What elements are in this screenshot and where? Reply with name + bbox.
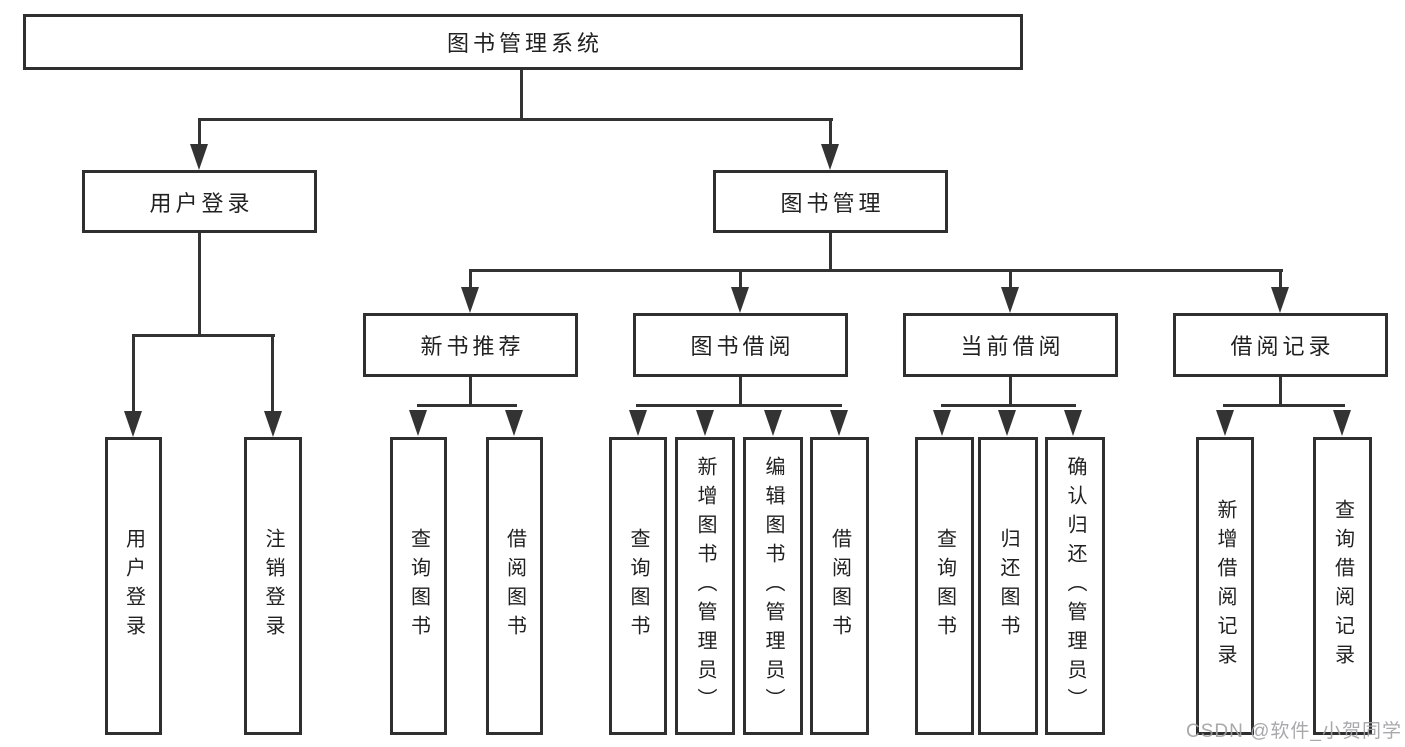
node-label: 查询图书 [407,528,430,644]
arrow-down-icon [505,410,523,436]
node-label: 新增借阅记录 [1214,499,1236,673]
connector-stem-book-borrow [739,271,742,290]
connector-user-login-horizontal [132,334,275,337]
node-leaf-borrow-books-recommend: 借阅图书 [486,437,543,735]
node-leaf-query-borrow-record: 查询借阅记录 [1313,437,1372,735]
node-book-borrowing: 图书借阅 [633,313,848,377]
arrow-down-icon [821,144,839,170]
node-leaf-borrow-books: 借阅图书 [810,437,869,735]
node-label: 查询借阅记录 [1331,499,1354,673]
arrow-down-icon [764,410,782,436]
node-label: 查询图书 [933,528,956,644]
arrow-down-icon [629,410,647,436]
node-leaf-add-books-admin: 新增图书（管理员） [675,437,735,735]
node-label: 新增图书（管理员） [694,455,716,717]
node-leaf-logout: 注销登录 [244,437,302,735]
node-label: 新书推荐 [420,334,525,359]
node-leaf-edit-books-admin: 编辑图书（管理员） [743,437,803,735]
connector-stem-new-book [469,271,472,290]
connector-borrow-record-horizontal [1223,404,1345,407]
node-leaf-query-books-recommend: 查询图书 [390,437,447,735]
node-label: 借阅记录 [1230,334,1335,359]
node-library-management-system: 图书管理系统 [23,14,1023,70]
node-book-management: 图书管理 [713,170,948,233]
connector-root-vertical [520,70,523,120]
node-label: 注销登录 [262,528,284,644]
connector-new-book-vertical [469,377,472,407]
arrow-down-icon [409,410,427,436]
arrow-down-icon [933,410,951,436]
arrow-down-icon [461,287,479,313]
connector-stem-borrow-record [1279,271,1282,290]
node-leaf-add-borrow-record: 新增借阅记录 [1196,437,1254,735]
connector-current-borrow-horizontal [941,404,1076,407]
connector-user-login-vertical [198,233,201,337]
node-label: 确认归还（管理员） [1064,455,1086,717]
connector-book-borrow-horizontal [636,404,842,407]
arrow-down-icon [1333,410,1351,436]
connector-book-management-horizontal [469,269,1283,272]
node-label: 当前借阅 [960,334,1065,359]
arrow-down-icon [696,410,714,436]
node-leaf-return-books: 归还图书 [978,437,1038,735]
node-label: 图书管理 [780,190,885,216]
connector-new-book-horizontal [417,404,517,407]
node-leaf-confirm-return-admin: 确认归还（管理员） [1045,437,1105,735]
node-new-book-recommendation: 新书推荐 [363,313,578,377]
connector-stem-current-borrow [1009,271,1012,290]
arrow-down-icon [1064,410,1082,436]
connector-borrow-record-vertical [1279,377,1282,407]
arrow-down-icon [190,144,208,170]
connector-book-management-vertical [829,233,832,272]
node-leaf-query-books-current: 查询图书 [915,437,974,735]
connector-root-horizontal [198,118,833,121]
connector-stem-user-login [198,120,201,146]
arrow-down-icon [264,411,282,437]
node-leaf-query-books-borrow: 查询图书 [609,437,667,735]
node-label: 图书借阅 [690,334,795,359]
arrow-down-icon [998,410,1016,436]
connector-stem-logout-action [271,336,274,412]
node-label: 用户登录 [149,190,254,216]
node-label: 查询图书 [627,528,649,644]
node-user-login: 用户登录 [82,170,317,233]
node-leaf-user-login: 用户登录 [105,437,162,735]
node-label: 用户登录 [122,528,145,644]
connector-current-borrow-vertical [1009,377,1012,407]
arrow-down-icon [1001,287,1019,313]
node-label: 归还图书 [997,528,1019,644]
connector-stem-login-action [132,336,135,412]
node-label: 编辑图书（管理员） [762,455,784,717]
node-label: 图书管理系统 [446,31,603,56]
arrow-down-icon [731,287,749,313]
arrow-down-icon [1271,287,1289,313]
node-borrowing-records: 借阅记录 [1173,313,1388,377]
arrow-down-icon [830,410,848,436]
csdn-watermark: CSDN @软件_小贺同学 [1186,721,1402,742]
node-label: 借阅图书 [503,528,526,644]
arrow-down-icon [124,411,142,437]
node-label: 借阅图书 [828,528,851,644]
connector-stem-book-management [829,120,832,146]
arrow-down-icon [1216,410,1234,436]
node-current-borrowing: 当前借阅 [903,313,1118,377]
connector-book-borrow-vertical [739,377,742,407]
